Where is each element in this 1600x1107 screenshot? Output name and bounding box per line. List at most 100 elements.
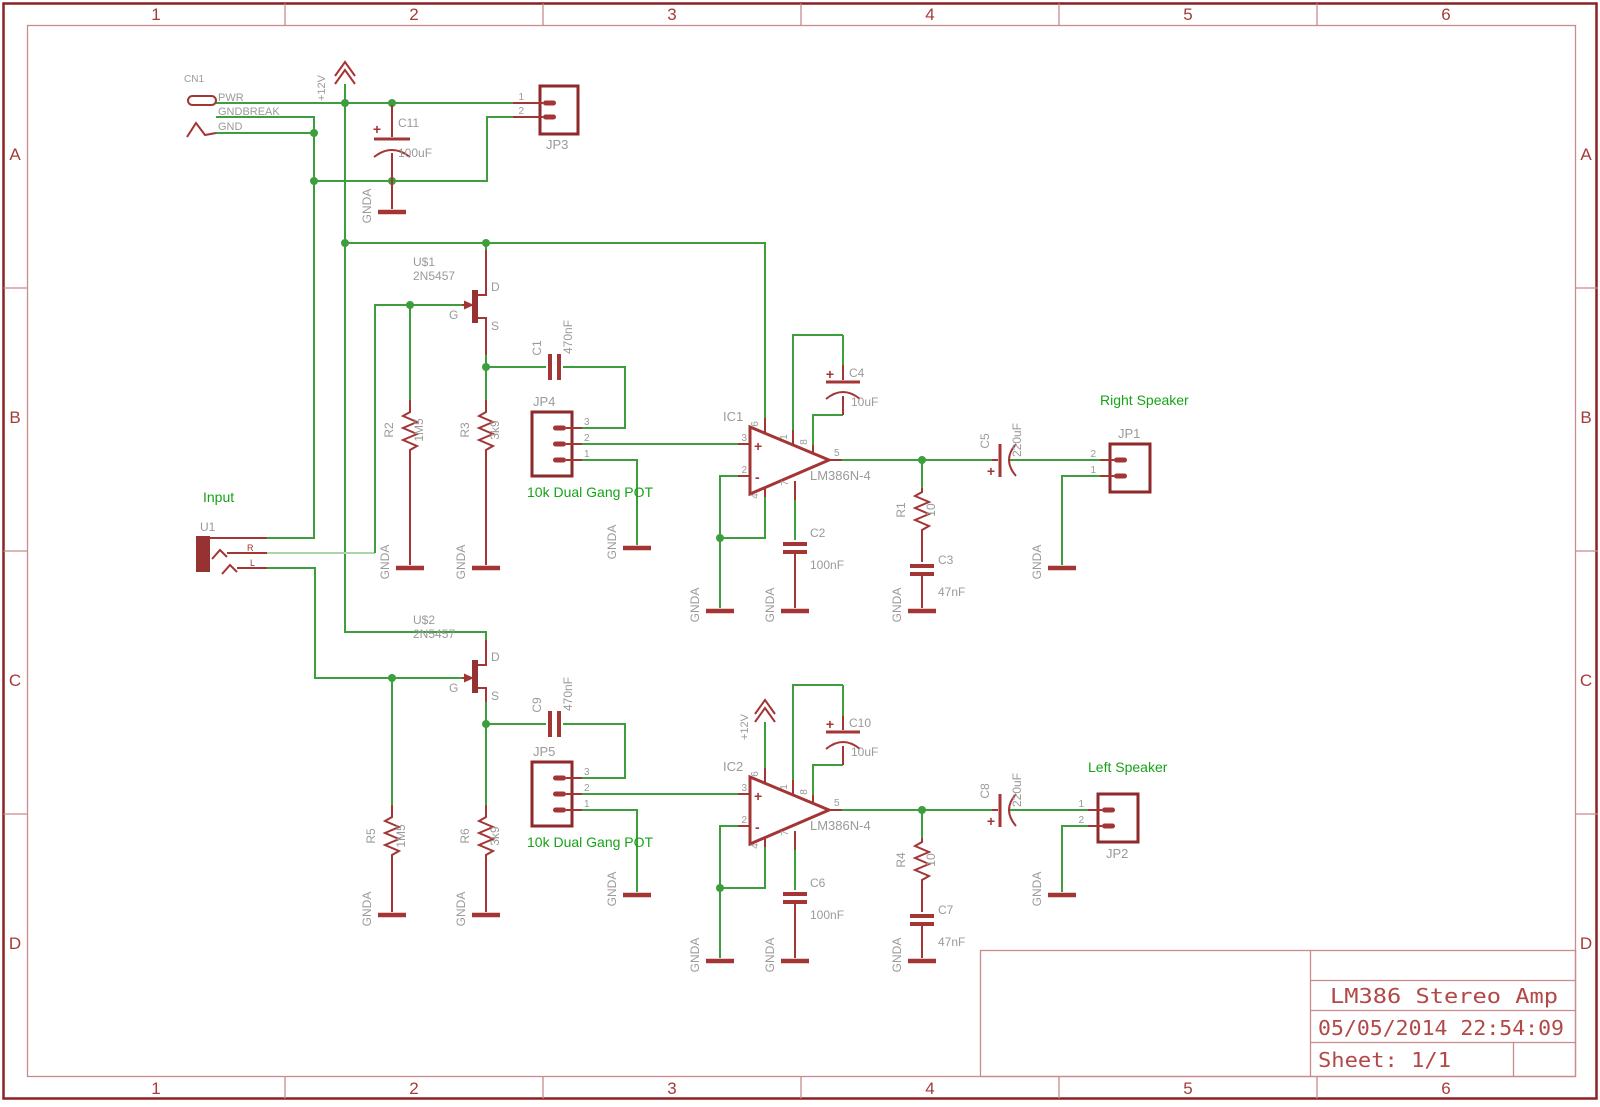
jp5-pad: [553, 791, 566, 797]
pot-comment: 10k Dual Gang POT: [527, 484, 654, 500]
q1-gate-arrow-icon: [464, 300, 474, 310]
c9-plates: [548, 711, 561, 737]
c2-refdes: C2: [810, 526, 826, 540]
c4-value: 10uF: [851, 395, 878, 409]
q1-pin-s: S: [491, 319, 499, 333]
ic2-inv-mark: -: [755, 819, 760, 835]
r5-refdes: R5: [364, 828, 378, 844]
c5-refdes: C5: [978, 433, 992, 449]
c7-value: 47nF: [938, 935, 965, 949]
gnda-label: GNDA: [1030, 545, 1044, 580]
jp2-pin-number: 1: [1078, 799, 1084, 810]
net-gnd-rail: [314, 116, 513, 182]
opamp-ic1: IC1 LM386N-4 6 3 2 4 1 8 7 5 + -: [723, 409, 871, 500]
frame-col-label: 6: [1441, 1079, 1450, 1098]
c6-plates: [783, 892, 807, 904]
c11-value: 100uF: [398, 146, 432, 160]
gnda-label: GNDA: [763, 588, 777, 623]
frame-row-label: B: [1580, 408, 1591, 427]
ic1-pin1: 1: [779, 434, 790, 440]
jp1-pin-number: 2: [1090, 449, 1096, 460]
net-jp5-gnd: [582, 809, 638, 892]
gnda-label: GNDA: [688, 938, 702, 973]
c8-value: 220uF: [1010, 773, 1024, 807]
ic1-part: LM386N-4: [810, 468, 871, 483]
jp3-refdes: JP3: [546, 137, 568, 152]
net-jp4-gnd: [582, 459, 638, 545]
gnda-label: GNDA: [605, 872, 619, 907]
ic1-pin6: 6: [750, 421, 761, 427]
c4-polarity: +: [826, 366, 834, 382]
gnda-label: GNDA: [688, 588, 702, 623]
c1-value: 470nF: [561, 320, 575, 354]
supply-12v-ic2: +12V: [739, 698, 776, 740]
title-block-grid: [1309, 950, 1576, 1077]
c8-refdes: C8: [978, 783, 992, 799]
cn1-power-pin-icon: [187, 95, 217, 106]
u1-pin-r: R: [247, 543, 254, 553]
c3-plates: [910, 564, 934, 576]
frame-col-label: 6: [1441, 5, 1450, 24]
gnda-label: GNDA: [1030, 872, 1044, 907]
jp5-pad: [553, 807, 566, 813]
jp1-pad: [1114, 457, 1127, 463]
ic1-node-ground: GNDA: [688, 588, 734, 623]
cn1-gnd-contact-icon: [186, 121, 217, 138]
net-c9-jp5: [563, 723, 626, 779]
connector-cn1: CN1 PWR GNDBREAK GND: [184, 74, 280, 138]
header-jp1: Right Speaker 2 1 JP1 GNDA: [1030, 392, 1189, 579]
ic2-pin-stubs: [738, 768, 842, 850]
cap-c4: + C4 10uF: [825, 365, 878, 415]
frame-col-label: 1: [151, 1079, 160, 1098]
net-jack-sleeve: [267, 181, 315, 539]
ic2-node-ground: GNDA: [688, 938, 734, 973]
r6-refdes: R6: [458, 828, 472, 844]
ic1-inv-mark: -: [755, 469, 760, 485]
c9-value: 470nF: [561, 677, 575, 711]
r5-value: 1M5: [394, 824, 408, 848]
jp2-body: [1096, 792, 1140, 844]
c5-value: 220uF: [1010, 423, 1024, 457]
net-input-right: [374, 304, 462, 553]
frame-row-label: A: [1580, 145, 1592, 164]
c2-plates: [783, 542, 807, 554]
12v-arrow-icon: [334, 60, 356, 85]
gnda-label: GNDA: [890, 938, 904, 973]
gnda-label: GNDA: [890, 588, 904, 623]
net-jp1-gnd: [1061, 475, 1100, 565]
gnda-label: GNDA: [360, 892, 374, 927]
frame-column-ticks: [284, 3, 1318, 1099]
gnda-label: GNDA: [360, 189, 374, 224]
jp4-pin-number: 1: [584, 449, 590, 460]
net-gndbreak: [216, 116, 315, 181]
jp1-pin-stubs: [1100, 459, 1114, 477]
c4-curved-plate: [825, 391, 861, 400]
q1-channel-bar: [472, 290, 478, 323]
cap-c3: GNDA C3 47nF: [890, 553, 965, 622]
c6-refdes: C6: [810, 876, 826, 890]
q1-refdes: U$1: [413, 255, 435, 269]
jp4-pad: [553, 457, 566, 463]
c4-refdes: C4: [849, 366, 865, 380]
jp3-pin-number: 2: [518, 106, 524, 117]
c6-value: 100nF: [810, 908, 844, 922]
title-block-sheet: Sheet: 1/1: [1318, 1048, 1451, 1072]
frame-col-label: 5: [1183, 1079, 1192, 1098]
cap-c11: + C11 100uF: [373, 105, 432, 181]
frame-col-label: 4: [925, 5, 934, 24]
c10-value: 10uF: [851, 745, 878, 759]
opamp-ic2: IC2 LM386N-4 6 3 2 4 1 8 7 5 + -: [723, 759, 871, 850]
net-c1-jp4: [563, 366, 626, 429]
ic2-triangle: [748, 774, 833, 847]
r4-value: 10: [924, 853, 938, 867]
q2-gate-arrow-icon: [464, 673, 474, 683]
net-12v-main: [344, 103, 487, 640]
net-c4-loop: [792, 334, 844, 445]
nets: [216, 84, 1100, 958]
resistor-r2: GNDA R2 1M5: [378, 400, 426, 579]
c1-refdes: C1: [530, 340, 544, 356]
gnda-label: GNDA: [454, 892, 468, 927]
frame-row-label: D: [9, 934, 21, 953]
q2-channel-bar: [472, 660, 478, 693]
